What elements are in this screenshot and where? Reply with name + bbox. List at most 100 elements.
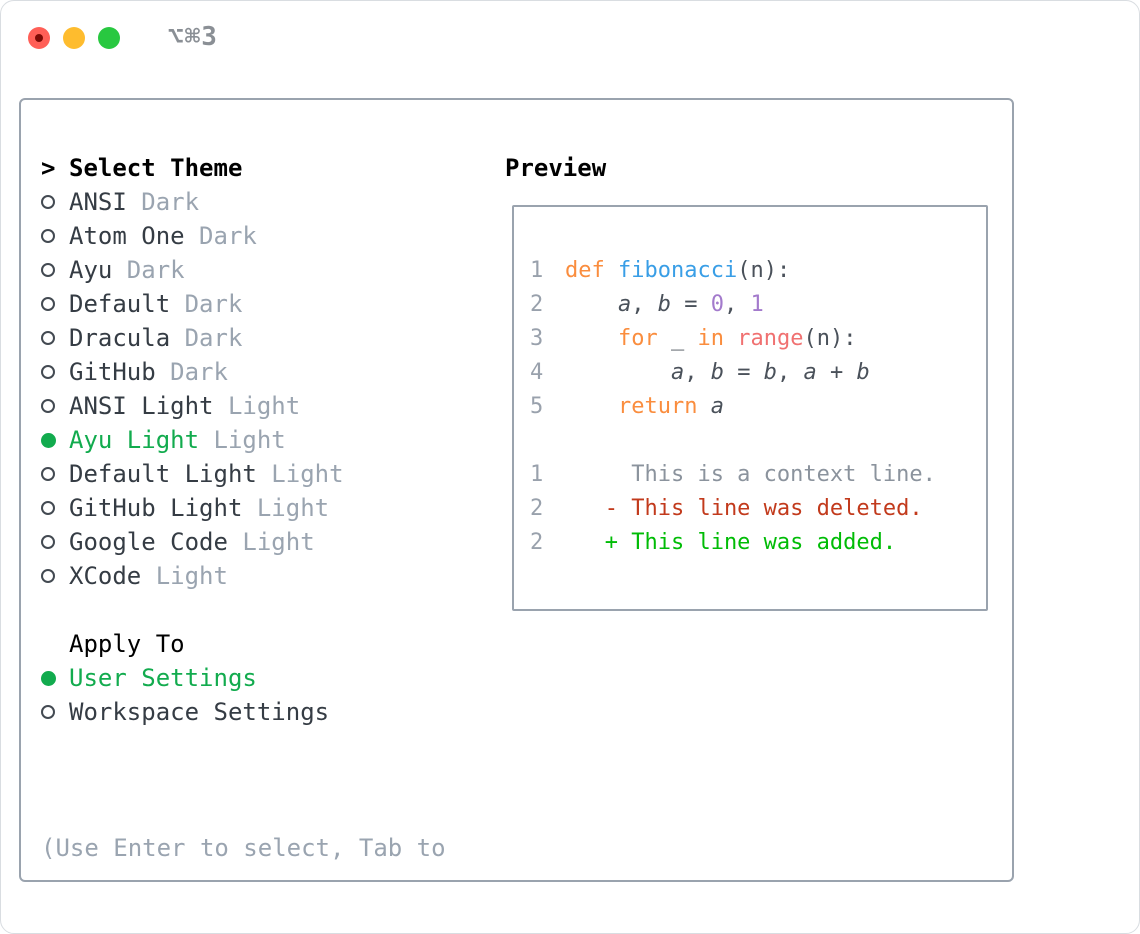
line-number: 3 (530, 325, 544, 351)
radio-selected-icon (41, 670, 56, 686)
code-segment-variable: a (617, 291, 632, 317)
code-line: 2 a, b = 0, 1 (530, 287, 986, 321)
option-label: Ayu Light (69, 426, 200, 454)
code-segment-variable: a (710, 393, 724, 419)
theme-option-ansi-light[interactable]: ANSI Light Light (41, 389, 446, 423)
select-theme-header: > Select Theme (41, 151, 446, 185)
radio-unselected-icon (41, 229, 55, 243)
code-line-text: def fibonacci(n): (565, 258, 790, 283)
option-variant-label: Light (227, 528, 315, 556)
theme-option-ansi[interactable]: ANSI Dark (41, 185, 446, 219)
code-line-text: a, b = b, a + b (565, 360, 870, 385)
option-label: ANSI (69, 188, 127, 216)
option-label: Dracula (69, 324, 171, 352)
code-segment-default: = (670, 291, 711, 317)
theme-option-dracula[interactable]: Dracula Dark (41, 321, 446, 355)
radio-selected-icon (41, 432, 56, 448)
code-segment-default (565, 360, 671, 385)
select-theme-title: Select Theme (69, 154, 243, 182)
titlebar: ⌥⌘3 (1, 1, 1139, 75)
radio-unselected-icon (41, 195, 55, 209)
code-segment-constant: 1 (750, 291, 764, 317)
line-number: 4 (530, 359, 544, 385)
code-line-text: a, b = 0, 1 (565, 292, 764, 317)
code-line: 4 a, b = b, a + b (530, 355, 986, 389)
apply-option-user-settings[interactable]: User Settings (41, 661, 446, 695)
theme-option-default[interactable]: Default Dark (41, 287, 446, 321)
close-button-icon[interactable] (28, 27, 50, 49)
cursor-prefix-icon: > (41, 154, 56, 182)
code-segment-variable: a (803, 359, 817, 385)
apply-option-workspace-settings[interactable]: Workspace Settings (41, 695, 446, 729)
line-number: 2 (530, 529, 544, 555)
code-segment-default (724, 326, 737, 351)
code-segment-default: , (723, 291, 751, 317)
option-variant-label: Dark (170, 324, 243, 352)
theme-option-google-code[interactable]: Google Code Light (41, 525, 446, 559)
line-number: 1 (530, 461, 544, 487)
code-segment-deleted: - This line was deleted. (565, 495, 923, 521)
code-segment-variable: b (856, 359, 870, 385)
option-label: GitHub (69, 358, 156, 386)
code-line-text: for _ in range(n): (565, 326, 856, 351)
code-segment-added: + This line was added. (565, 529, 897, 555)
line-number: 2 (530, 495, 544, 521)
apply-to-title: Apply To (69, 630, 185, 658)
code-segment-keyword: in (697, 325, 724, 351)
option-variant-label: Light (199, 426, 286, 454)
code-segment-constant: 0 (710, 291, 724, 317)
line-number: 5 (530, 393, 544, 419)
radio-unselected-icon (41, 263, 55, 277)
option-variant-label: Light (242, 494, 330, 522)
option-variant-label: Dark (112, 256, 185, 284)
code-segment-default (565, 394, 618, 419)
option-label: Default (69, 290, 171, 318)
code-segment-keyword: return (617, 393, 698, 419)
code-line: 2 - This line was deleted. (530, 491, 986, 525)
radio-unselected-icon (41, 297, 55, 311)
code-segment-default (697, 394, 710, 419)
code-segment-default: (n): (803, 325, 857, 351)
radio-unselected-icon (41, 365, 55, 379)
code-segment-context: This is a context line. (565, 461, 936, 487)
code-line: 5 return a (530, 389, 986, 423)
code-segment-default (565, 326, 618, 351)
maximize-button-icon[interactable] (98, 27, 120, 49)
option-label: ANSI Light (69, 392, 214, 420)
theme-option-github[interactable]: GitHub Dark (41, 355, 446, 389)
radio-unselected-icon (41, 535, 55, 549)
option-variant-label: Light (141, 562, 228, 590)
minimize-button-icon[interactable] (63, 27, 85, 49)
radio-unselected-icon (41, 569, 55, 583)
code-line: 3 for _ in range(n): (530, 321, 986, 355)
option-label: Google Code (69, 528, 228, 556)
option-label: User Settings (69, 664, 257, 692)
code-segment-default: _ (657, 325, 698, 351)
option-label: Ayu (69, 256, 113, 284)
theme-option-github-light[interactable]: GitHub Light Light (41, 491, 446, 525)
code-line: 2 + This line was added. (530, 525, 986, 559)
theme-option-ayu[interactable]: Ayu Dark (41, 253, 446, 287)
code-segment-default (565, 292, 618, 317)
code-segment-keyword: def (565, 257, 618, 283)
theme-option-xcode[interactable]: XCode Light (41, 559, 446, 593)
radio-unselected-icon (41, 501, 55, 515)
option-variant-label: Light (213, 392, 301, 420)
code-line: 1 This is a context line. (530, 457, 986, 491)
option-label: Default Light (69, 460, 257, 488)
code-segment-variable: b (710, 359, 724, 385)
code-segment-variable: b (657, 291, 671, 317)
theme-option-default-light[interactable]: Default Light Light (41, 457, 446, 491)
radio-unselected-icon (41, 331, 55, 345)
option-label: GitHub Light (69, 494, 243, 522)
theme-option-atom-one[interactable]: Atom One Dark (41, 219, 446, 253)
code-segment-variable: a (670, 359, 685, 385)
theme-option-ayu-light[interactable]: Ayu Light Light (41, 423, 446, 457)
option-label: Atom One (69, 222, 185, 250)
option-variant-label: Dark (184, 222, 257, 250)
code-segment-default: = (723, 359, 764, 385)
